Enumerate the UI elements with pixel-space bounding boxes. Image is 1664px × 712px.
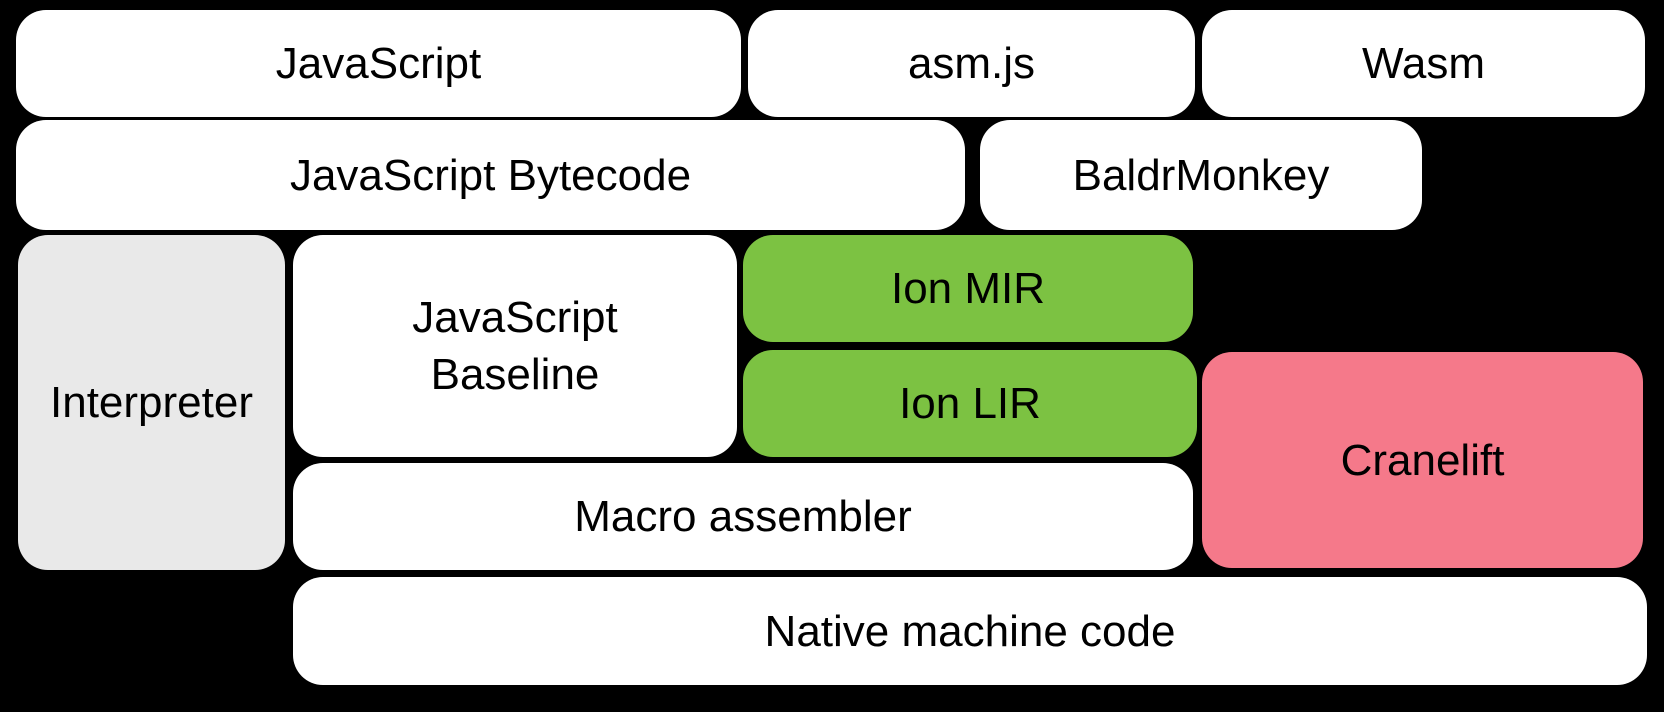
node-wasm-label: Wasm: [1361, 39, 1486, 88]
node-javascript: JavaScript: [16, 10, 741, 117]
node-javascript-bytecode-label: JavaScript Bytecode: [289, 150, 692, 200]
node-javascript-bytecode: JavaScript Bytecode: [16, 120, 965, 230]
node-cranelift: Cranelift: [1202, 352, 1643, 568]
node-asmjs: asm.js: [748, 10, 1195, 117]
node-wasm: Wasm: [1202, 10, 1645, 117]
node-ion-mir: Ion MIR: [743, 235, 1193, 342]
node-ion-lir-label: Ion LIR: [899, 379, 1041, 428]
node-macro-assembler-label: Macro assembler: [574, 492, 912, 541]
node-interpreter: Interpreter: [18, 235, 285, 570]
node-macro-assembler: Macro assembler: [293, 463, 1193, 570]
node-native-machine-code-label: Native machine code: [764, 606, 1176, 656]
node-cranelift-label: Cranelift: [1340, 435, 1505, 485]
node-asmjs-label: asm.js: [907, 39, 1036, 88]
node-native-machine-code: Native machine code: [293, 577, 1647, 685]
node-interpreter-label: Interpreter: [50, 378, 253, 427]
node-javascript-baseline: JavaScript Baseline: [293, 235, 737, 457]
node-ion-lir: Ion LIR: [743, 350, 1197, 457]
node-javascript-label: JavaScript: [275, 39, 482, 88]
node-javascript-baseline-label-line2: Baseline: [430, 350, 600, 399]
node-ion-mir-label: Ion MIR: [890, 264, 1046, 313]
node-baldrmonkey: BaldrMonkey: [980, 120, 1422, 230]
node-baldrmonkey-label: BaldrMonkey: [1072, 150, 1330, 200]
node-javascript-baseline-label-line1: JavaScript: [412, 293, 618, 342]
